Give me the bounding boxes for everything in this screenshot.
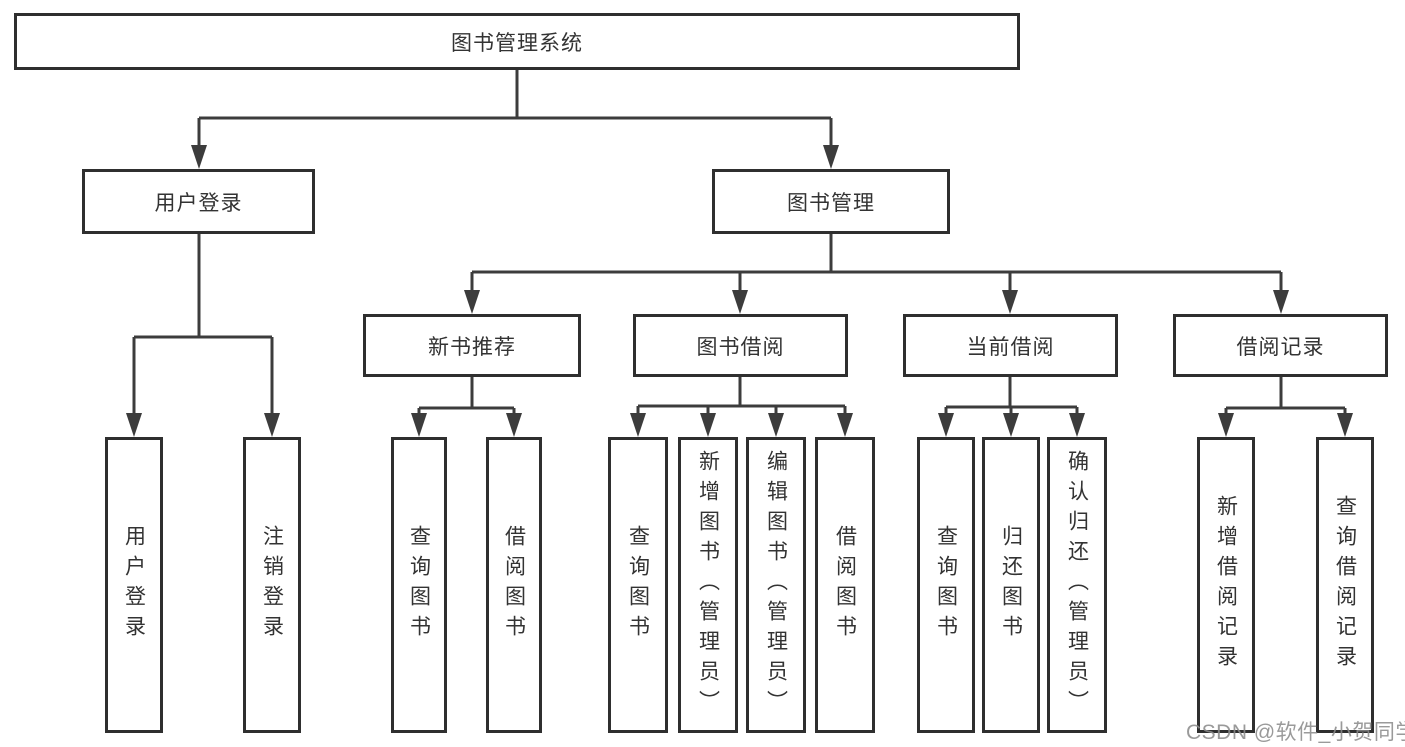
edge-bookborrow-to-children xyxy=(636,377,847,419)
csdn-watermark: CSDN @软件_小贺同学 xyxy=(1186,721,1405,744)
node-rec-query-book-label: 查询图书 xyxy=(407,525,431,645)
node-rec-borrow-book-label: 借阅图书 xyxy=(502,525,526,645)
node-cb-query-book-label: 查询图书 xyxy=(934,525,958,645)
node-br-query-record: 查询借阅记录 xyxy=(1316,437,1374,733)
node-root-label: 图书管理系统 xyxy=(451,31,583,55)
arrow-down-icon xyxy=(938,413,954,437)
node-logout: 注销登录 xyxy=(243,437,301,733)
arrow-down-icon xyxy=(1002,290,1018,314)
edge-newbookrec-to-children xyxy=(417,377,516,419)
node-current-borrow-label: 当前借阅 xyxy=(966,335,1055,359)
arrow-down-icon xyxy=(464,290,480,314)
node-borrow-records-label: 借阅记录 xyxy=(1236,335,1325,359)
node-new-book-recommend-label: 新书推荐 xyxy=(428,335,516,359)
node-book-management-label: 图书管理 xyxy=(787,191,875,215)
node-cb-return-book: 归还图书 xyxy=(982,437,1040,733)
arrow-down-icon xyxy=(768,413,784,437)
arrow-down-icon xyxy=(630,413,646,437)
arrow-down-icon xyxy=(732,290,748,314)
node-rec-borrow-book: 借阅图书 xyxy=(486,437,542,733)
arrow-down-icon xyxy=(411,413,427,437)
edge-currentborrow-to-children xyxy=(944,377,1079,419)
node-cb-confirm-return: 确认归还（管理员） xyxy=(1047,437,1107,733)
node-login: 用户登录 xyxy=(105,437,163,733)
arrow-down-icon xyxy=(506,413,522,437)
node-user-login: 用户登录 xyxy=(82,169,315,234)
arrow-down-icon xyxy=(126,413,142,437)
arrow-down-icon xyxy=(1069,413,1085,437)
arrow-down-icon xyxy=(837,413,853,437)
node-br-query-record-label: 查询借阅记录 xyxy=(1333,495,1357,675)
node-root: 图书管理系统 xyxy=(14,13,1020,70)
node-bb-edit-book-label: 编辑图书（管理员） xyxy=(764,450,788,720)
edge-root-to-level1 xyxy=(197,70,833,149)
node-bb-query-book: 查询图书 xyxy=(608,437,668,733)
node-bb-edit-book: 编辑图书（管理员） xyxy=(746,437,806,733)
arrow-down-icon xyxy=(1273,290,1289,314)
arrowheads xyxy=(126,145,1353,437)
node-bb-add-book-label: 新增图书（管理员） xyxy=(696,450,720,720)
arrow-down-icon xyxy=(1218,413,1234,437)
arrow-down-icon xyxy=(823,145,839,169)
edge-borrowrecords-to-children xyxy=(1224,377,1347,419)
node-cb-confirm-return-label: 确认归还（管理员） xyxy=(1065,450,1089,720)
node-current-borrow: 当前借阅 xyxy=(903,314,1118,377)
arrow-down-icon xyxy=(191,145,207,169)
node-borrow-records: 借阅记录 xyxy=(1173,314,1388,377)
edge-userlogin-to-children xyxy=(132,234,274,419)
arrow-down-icon xyxy=(1337,413,1353,437)
node-book-borrow: 图书借阅 xyxy=(633,314,848,377)
node-cb-query-book: 查询图书 xyxy=(917,437,975,733)
node-bb-add-book: 新增图书（管理员） xyxy=(678,437,738,733)
node-logout-label: 注销登录 xyxy=(260,525,284,645)
node-cb-return-book-label: 归还图书 xyxy=(999,525,1023,645)
edge-bookmgmt-to-level2 xyxy=(470,234,1283,296)
node-new-book-recommend: 新书推荐 xyxy=(363,314,581,377)
arrow-down-icon xyxy=(1003,413,1019,437)
node-book-management: 图书管理 xyxy=(712,169,950,234)
arrow-down-icon xyxy=(264,413,280,437)
arrow-down-icon xyxy=(700,413,716,437)
node-br-add-record: 新增借阅记录 xyxy=(1197,437,1255,733)
node-bb-query-book-label: 查询图书 xyxy=(626,525,650,645)
node-bb-borrow-book: 借阅图书 xyxy=(815,437,875,733)
node-rec-query-book: 查询图书 xyxy=(391,437,447,733)
node-user-login-label: 用户登录 xyxy=(154,191,243,215)
node-book-borrow-label: 图书借阅 xyxy=(696,335,785,359)
node-bb-borrow-book-label: 借阅图书 xyxy=(833,525,857,645)
node-login-label: 用户登录 xyxy=(122,525,146,645)
node-br-add-record-label: 新增借阅记录 xyxy=(1214,495,1238,675)
